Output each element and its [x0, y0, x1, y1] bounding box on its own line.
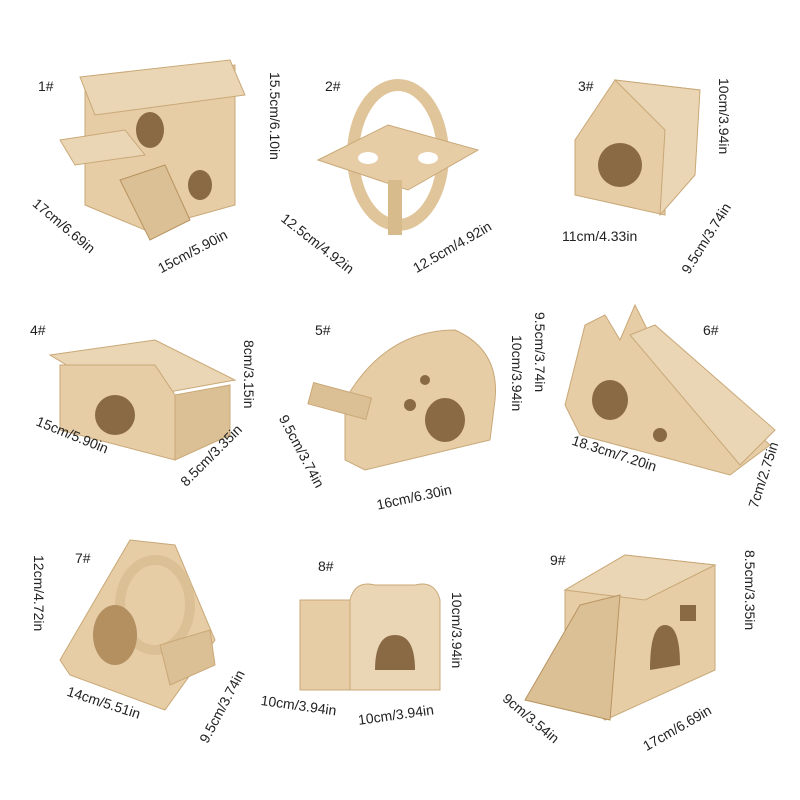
- dim-8-height: 10cm/3.94in: [449, 592, 465, 669]
- house-2-image: [316, 79, 480, 235]
- house-8-image: [299, 583, 441, 691]
- product-label-3: 3#: [578, 78, 594, 94]
- product-label-7: 7#: [75, 550, 91, 566]
- dim-3-height: 10cm/3.94in: [716, 78, 732, 155]
- product-label-1: 1#: [38, 78, 54, 94]
- product-label-5: 5#: [315, 322, 331, 338]
- house-7-image: [59, 539, 216, 711]
- dim-1-height: 15.5cm/6.10in: [267, 72, 283, 160]
- dim-9-height: 8.5cm/3.35in: [742, 550, 758, 631]
- dim-5-height-left: 9.5cm/3.74in: [532, 312, 548, 393]
- product-label-2: 2#: [325, 78, 341, 94]
- house-1-image: [59, 59, 246, 241]
- dim-7-height: 12cm/4.72in: [31, 555, 47, 632]
- dim-5-height-right: 10cm/3.94in: [509, 335, 525, 412]
- house-9-image: [524, 554, 717, 721]
- house-5-image: [307, 329, 496, 471]
- product-label-6: 6#: [703, 322, 719, 338]
- house-6-image: [564, 303, 776, 476]
- house-4-image: [48, 339, 237, 461]
- house-3-image: [574, 79, 702, 217]
- dim-3-width: 11cm/4.33in: [562, 228, 638, 244]
- dim-5-width: 16cm/6.30in: [375, 481, 453, 513]
- product-label-9: 9#: [550, 552, 566, 568]
- product-label-8: 8#: [318, 558, 334, 574]
- dim-4-height: 8cm/3.15in: [241, 340, 257, 409]
- product-label-4: 4#: [30, 322, 46, 338]
- dim-8-width: 10cm/3.94in: [357, 701, 435, 728]
